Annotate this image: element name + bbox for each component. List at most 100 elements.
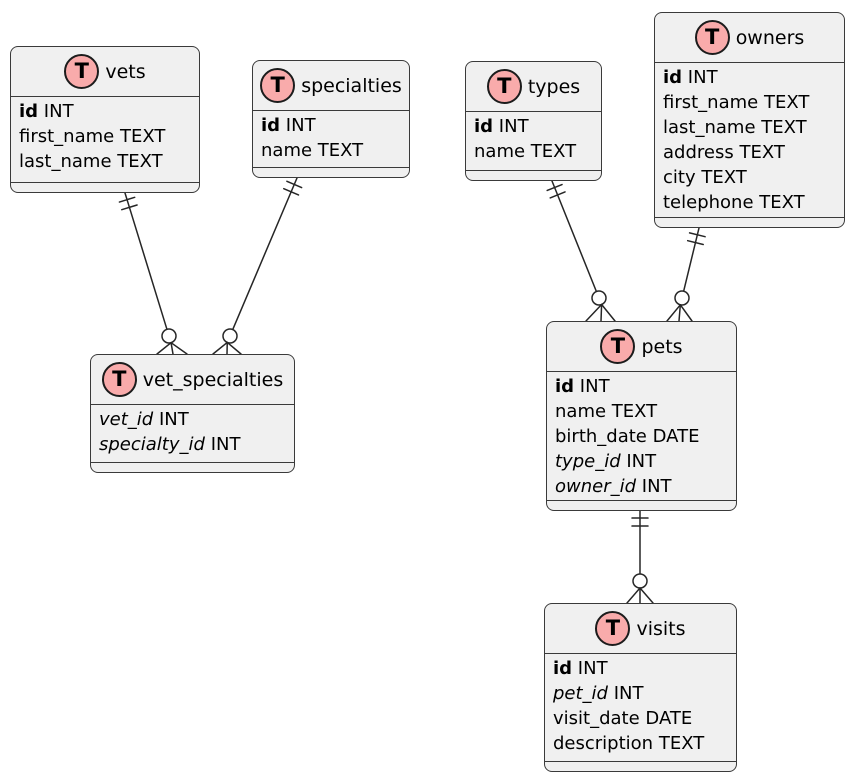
cardinality-one-tick bbox=[549, 191, 566, 199]
field-row: birth_date DATE bbox=[555, 424, 728, 449]
field-type: INT bbox=[641, 476, 672, 497]
crows-foot-prong bbox=[585, 303, 603, 322]
table-title: visits bbox=[636, 617, 686, 640]
relationship-owners-pets bbox=[666, 227, 706, 322]
table-title: pets bbox=[641, 335, 683, 358]
cardinality-one-tick bbox=[546, 183, 563, 192]
field-row: vet_id INT bbox=[99, 407, 286, 432]
table-icon: T bbox=[101, 362, 137, 397]
field-type: INT bbox=[577, 658, 608, 679]
crows-foot-prong bbox=[600, 303, 616, 322]
field-name: last_name bbox=[663, 117, 756, 138]
field-name: birth_date bbox=[555, 426, 647, 447]
crows-foot-prong bbox=[639, 587, 654, 604]
field-row: name TEXT bbox=[474, 139, 593, 164]
crows-foot-prong bbox=[226, 341, 242, 355]
field-row: first_name TEXT bbox=[19, 124, 191, 149]
field-name: last_name bbox=[19, 151, 112, 172]
field-row: type_id INT bbox=[555, 449, 728, 474]
field-name: first_name bbox=[663, 92, 759, 113]
crows-foot-prong bbox=[170, 341, 188, 355]
field-type: TEXT bbox=[761, 117, 807, 138]
field-name: visit_date bbox=[553, 708, 640, 729]
field-row: last_name TEXT bbox=[19, 149, 191, 174]
field-name: first_name bbox=[19, 126, 115, 147]
field-type: INT bbox=[579, 376, 610, 397]
field-type: TEXT bbox=[119, 126, 166, 147]
field-name: name bbox=[261, 140, 313, 161]
field-row: owner_id INT bbox=[555, 474, 728, 499]
table-title: specialties bbox=[301, 74, 402, 97]
field-row: address TEXT bbox=[663, 140, 836, 165]
field-row: id INT bbox=[555, 374, 728, 399]
field-row: first_name TEXT bbox=[663, 90, 836, 115]
field-type: DATE bbox=[652, 426, 700, 447]
table-icon: T bbox=[595, 611, 631, 646]
field-type: TEXT bbox=[763, 92, 810, 113]
table-icon: T bbox=[600, 329, 636, 364]
table-icon: T bbox=[694, 20, 730, 55]
field-row: specialty_id INT bbox=[99, 432, 286, 457]
field-type: INT bbox=[43, 101, 74, 122]
cardinality-one-tick bbox=[118, 196, 136, 203]
table-icon: T bbox=[486, 69, 522, 104]
crows-foot-prong bbox=[626, 587, 641, 604]
field-row: id INT bbox=[663, 65, 836, 90]
table-icon: T bbox=[64, 54, 100, 89]
field-name: description bbox=[553, 733, 654, 754]
field-name: address bbox=[663, 142, 734, 163]
cardinality-zero-circle bbox=[161, 328, 177, 344]
crows-foot-prong bbox=[678, 304, 682, 322]
table-footer bbox=[545, 762, 736, 771]
field-row: description TEXT bbox=[553, 731, 728, 756]
crows-foot-prong bbox=[212, 341, 229, 355]
field-name: pet_id bbox=[553, 683, 608, 704]
field-name: id bbox=[261, 115, 281, 136]
field-type: DATE bbox=[645, 708, 693, 729]
cardinality-one-tick bbox=[688, 232, 706, 238]
field-row: id INT bbox=[261, 113, 401, 138]
field-row: visit_date DATE bbox=[553, 706, 728, 731]
field-type: TEXT bbox=[759, 192, 805, 213]
field-type: INT bbox=[687, 67, 718, 88]
table-icon: T bbox=[260, 68, 296, 103]
cardinality-one-tick bbox=[686, 239, 704, 246]
field-type: TEXT bbox=[701, 167, 747, 188]
field-name: id bbox=[555, 376, 575, 397]
field-row: id INT bbox=[553, 656, 728, 681]
table-footer bbox=[253, 168, 409, 177]
field-row: city TEXT bbox=[663, 165, 836, 190]
field-name: type_id bbox=[555, 451, 621, 472]
table-footer bbox=[91, 463, 294, 472]
field-type: TEXT bbox=[739, 142, 785, 163]
table-footer bbox=[11, 183, 199, 192]
field-type: TEXT bbox=[117, 151, 163, 172]
field-name: telephone bbox=[663, 192, 754, 213]
field-name: specialty_id bbox=[99, 434, 205, 455]
table-footer bbox=[655, 218, 844, 227]
field-row: name TEXT bbox=[555, 399, 728, 424]
field-type: INT bbox=[285, 115, 316, 136]
relationship-pets-visits bbox=[626, 510, 654, 604]
cardinality-zero-circle bbox=[222, 328, 238, 344]
table-title: types bbox=[527, 75, 581, 98]
cardinality-zero-circle bbox=[674, 290, 690, 306]
cardinality-one-tick bbox=[121, 204, 138, 211]
field-name: id bbox=[553, 658, 573, 679]
field-name: owner_id bbox=[555, 476, 637, 497]
field-type: INT bbox=[210, 434, 241, 455]
table-footer bbox=[547, 501, 736, 510]
